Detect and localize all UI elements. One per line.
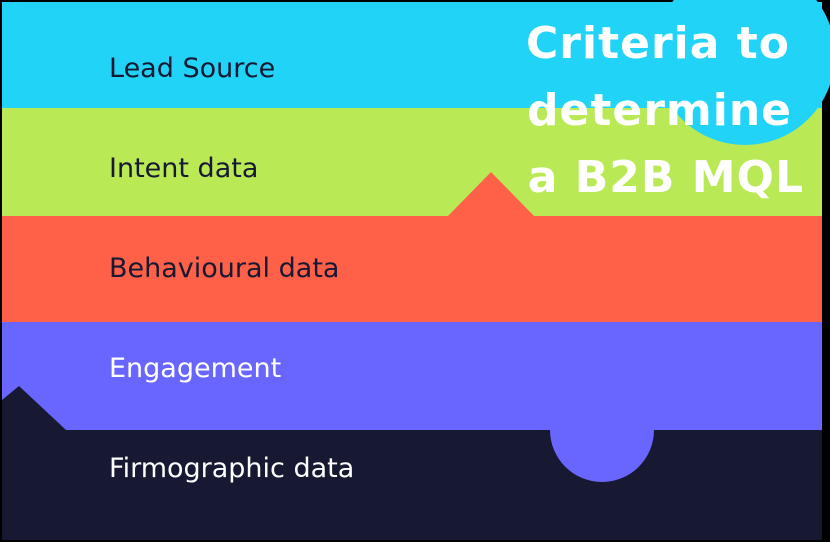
band-engagement <box>2 322 822 432</box>
title-line-3: a B2B MQL <box>527 152 804 203</box>
band-lead-source <box>2 2 822 110</box>
band-label-lead-source: Lead Source <box>109 53 276 84</box>
title-line-1: Criteria to <box>526 18 790 69</box>
cyan-circle-tab <box>655 0 830 145</box>
band-firmographic-data <box>2 386 822 540</box>
band-label-engagement: Engagement <box>109 353 282 384</box>
band-intent-data <box>2 108 822 218</box>
band-label-firmographic-data: Firmographic data <box>109 453 355 484</box>
band-behavioural-data <box>2 172 822 324</box>
band-label-intent-data: Intent data <box>109 153 259 184</box>
band-label-behavioural-data: Behavioural data <box>109 253 340 284</box>
title-line-2: determine <box>526 85 792 136</box>
purple-circle-tab <box>550 430 654 482</box>
